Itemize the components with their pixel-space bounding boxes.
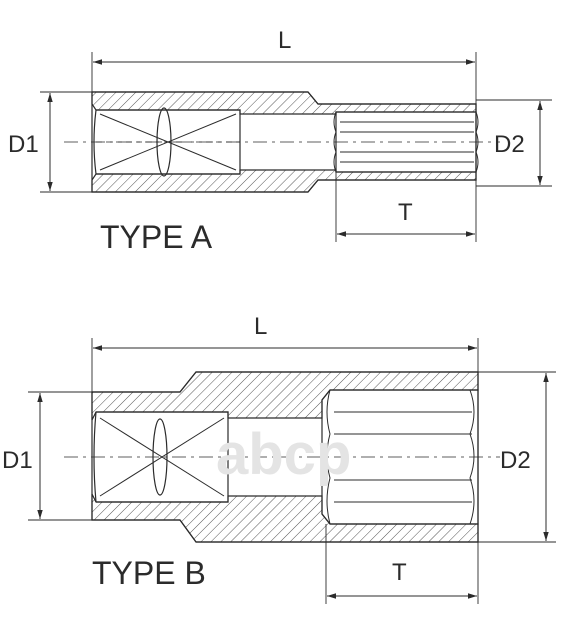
type-b-bottom-wall	[91, 493, 479, 543]
type-a-bottom-wall	[91, 169, 477, 193]
type-b-label-l: L	[254, 313, 267, 340]
type-b-top-wall	[91, 371, 479, 421]
type-a-label-t: T	[398, 199, 413, 226]
type-a-label-d1: D1	[8, 131, 39, 158]
type-b-title: TYPE B	[92, 555, 206, 591]
type-a-title: TYPE A	[100, 219, 213, 255]
type-b-label-d2: D2	[500, 447, 531, 474]
type-a-top-wall	[91, 91, 477, 115]
type-a-drawing	[40, 52, 552, 242]
type-b-label-d1: D1	[2, 447, 33, 474]
type-b-drawing	[28, 338, 556, 604]
type-a-label-l: L	[278, 27, 291, 54]
type-a-label-d2: D2	[494, 131, 525, 158]
type-b-label-t: T	[392, 559, 407, 586]
watermark-logo: abcp	[216, 422, 351, 487]
